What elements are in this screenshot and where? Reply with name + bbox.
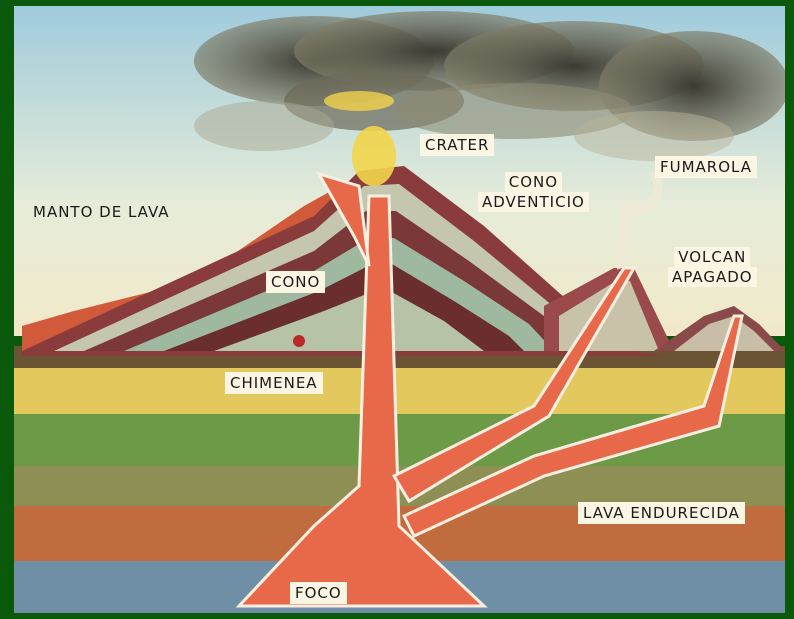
label-fumarola: FUMAROLA [655,156,758,178]
magma-pocket [293,335,305,347]
smoke-cloud [194,11,785,161]
label-volcan-apagado: VOLCAN APAGADO [668,247,757,287]
magma-conduits [235,171,744,608]
label-lava-endurecida: LAVA ENDURECIDA [578,502,745,524]
label-cono-adventicio: CONO ADVENTICIO [478,172,589,212]
label-cono-adventicio-line2: ADVENTICIO [478,192,589,212]
lava-mantle [22,181,354,351]
label-volcan-apagado-line2: APAGADO [668,267,757,287]
label-crater: CRATER [420,134,495,156]
label-cono: CONO [266,271,326,293]
crater-glow [352,126,396,186]
fumarole-plume [614,168,663,270]
volcano-illustration [14,6,785,613]
label-foco: FOCO [290,582,347,604]
label-cono-adventicio-line1: CONO [504,172,563,192]
main-cone [22,166,664,356]
label-volcan-apagado-line1: VOLCAN [674,247,751,267]
label-manto-de-lava: MANTO DE LAVA [33,203,170,221]
label-chimenea: CHIMENEA [225,372,323,394]
